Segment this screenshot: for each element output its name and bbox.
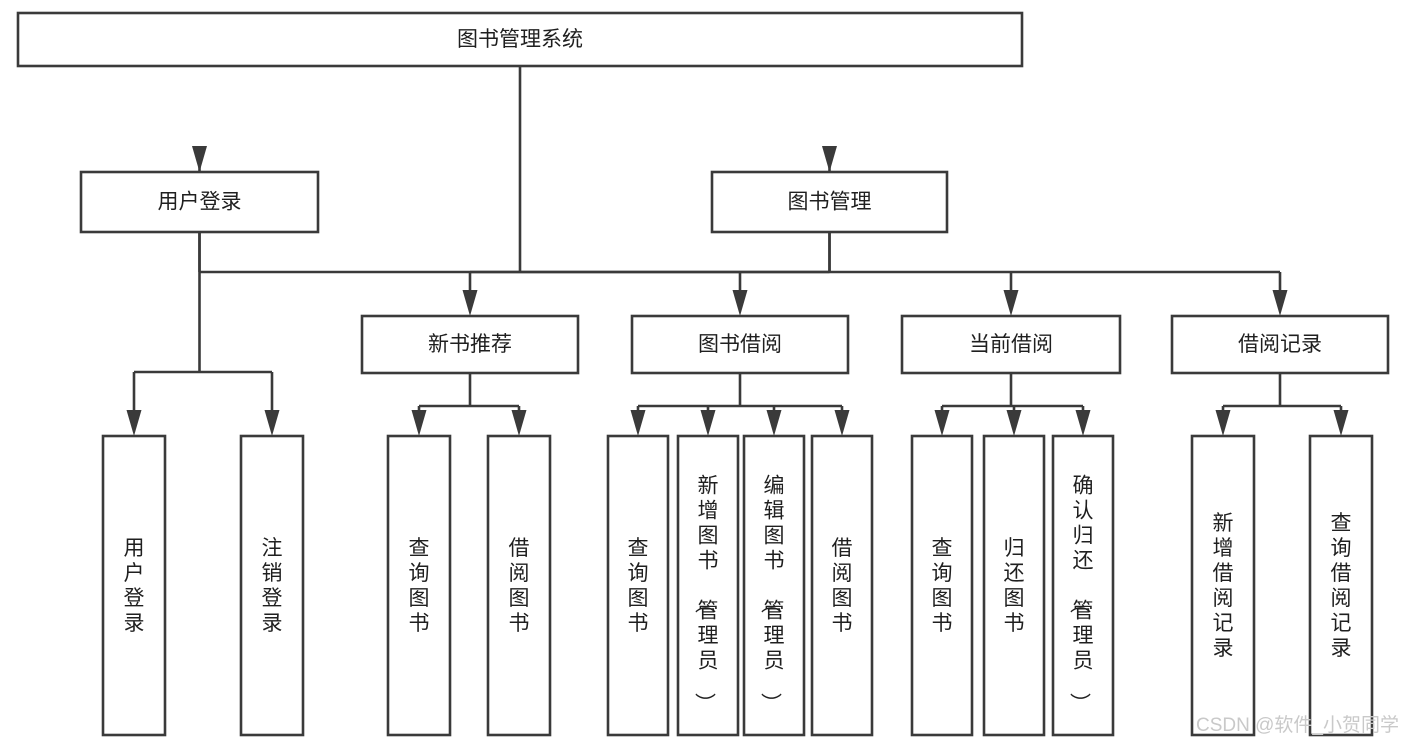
node-user-login[interactable]: 用户登录: [79, 170, 320, 234]
node-root[interactable]: 图书管理系统: [16, 11, 1024, 68]
node-box[interactable]: [676, 434, 740, 737]
arrowhead-icon: [264, 410, 280, 436]
node-label: 查询图书: [628, 537, 649, 635]
node-box[interactable]: [1170, 314, 1390, 375]
arrowhead-icon: [1272, 290, 1288, 316]
node-borrow-record[interactable]: 借阅记录: [1170, 314, 1390, 375]
arrowhead-icon: [1075, 410, 1091, 436]
arrowhead-icon: [934, 410, 950, 436]
edge-group-book-manage: [462, 232, 1288, 316]
node-leaf-user-login[interactable]: 用户登录: [101, 434, 167, 737]
node-label: 用户登录: [158, 191, 242, 214]
arrowhead-icon: [1215, 410, 1231, 436]
node-label: 借阅图书: [509, 537, 530, 635]
node-box[interactable]: [1051, 434, 1115, 737]
node-box[interactable]: [239, 434, 305, 737]
node-box[interactable]: [910, 434, 974, 737]
edge-group-borrow-record: [1215, 373, 1349, 436]
node-leaf-user-logout[interactable]: 注销登录: [239, 434, 305, 737]
node-box[interactable]: [810, 434, 874, 737]
node-leaf-rec-query[interactable]: 查询图书: [386, 434, 452, 737]
node-leaf-cur-confirm[interactable]: 确认归还（管理员）: [1051, 434, 1115, 737]
node-label: 新增图书（管理员）: [693, 475, 719, 714]
edge-group-user-login: [126, 232, 280, 436]
arrowhead-icon: [462, 290, 478, 316]
node-box[interactable]: [982, 434, 1046, 737]
node-layer: 图书管理系统用户登录图书管理新书推荐图书借阅当前借阅借阅记录用户登录注销登录查询…: [16, 11, 1390, 737]
node-box[interactable]: [79, 170, 320, 234]
watermark-label: CSDN @软件_小贺同学: [1196, 714, 1399, 736]
node-box[interactable]: [360, 314, 580, 375]
node-leaf-rec-borrow[interactable]: 借阅图书: [486, 434, 552, 737]
arrowhead-icon: [1003, 290, 1019, 316]
node-leaf-rec-add[interactable]: 新增借阅记录: [1190, 434, 1256, 737]
node-leaf-borrow-add[interactable]: 新增图书（管理员）: [676, 434, 740, 737]
node-box[interactable]: [101, 434, 167, 737]
arrowhead-icon: [766, 410, 782, 436]
node-leaf-borrow-edit[interactable]: 编辑图书（管理员）: [742, 434, 806, 737]
node-label: 编辑图书（管理员）: [759, 475, 785, 714]
node-label: 借阅图书: [832, 537, 853, 635]
node-label: 图书管理系统: [457, 28, 583, 51]
node-current-borrow[interactable]: 当前借阅: [900, 314, 1122, 375]
edge-group-new-book-rec: [411, 373, 527, 436]
node-box[interactable]: [486, 434, 552, 737]
node-leaf-borrow-lend[interactable]: 借阅图书: [810, 434, 874, 737]
arrowhead-icon: [192, 146, 207, 172]
edge-group-book-borrow: [630, 373, 850, 436]
node-label: 当前借阅: [969, 333, 1053, 356]
arrowhead-icon: [834, 410, 850, 436]
arrowhead-icon: [732, 290, 748, 316]
arrowhead-icon: [1006, 410, 1022, 436]
node-box[interactable]: [630, 314, 850, 375]
node-label: 归还图书: [1004, 537, 1025, 635]
arrowhead-icon: [1333, 410, 1349, 436]
node-book-manage[interactable]: 图书管理: [710, 170, 949, 234]
node-label: 图书管理: [788, 191, 872, 214]
node-leaf-cur-return[interactable]: 归还图书: [982, 434, 1046, 737]
node-box[interactable]: [16, 11, 1024, 68]
arrowhead-icon: [511, 410, 527, 436]
node-label: 查询图书: [409, 537, 430, 635]
node-box[interactable]: [710, 170, 949, 234]
node-label: 用户登录: [124, 537, 145, 635]
node-leaf-cur-query[interactable]: 查询图书: [910, 434, 974, 737]
node-leaf-borrow-query[interactable]: 查询图书: [606, 434, 670, 737]
node-box[interactable]: [386, 434, 452, 737]
arrowhead-icon: [126, 410, 142, 436]
node-label: 新书推荐: [428, 333, 512, 356]
arrowhead-icon: [822, 146, 837, 172]
node-label: 借阅记录: [1238, 333, 1322, 356]
node-new-book-rec[interactable]: 新书推荐: [360, 314, 580, 375]
node-box[interactable]: [900, 314, 1122, 375]
node-label: 查询图书: [932, 537, 953, 635]
node-leaf-rec-query2[interactable]: 查询借阅记录: [1308, 434, 1374, 737]
node-label: 新增借阅记录: [1213, 512, 1234, 660]
arrowhead-icon: [630, 410, 646, 436]
node-book-borrow[interactable]: 图书借阅: [630, 314, 850, 375]
arrowhead-icon: [411, 410, 427, 436]
node-box[interactable]: [606, 434, 670, 737]
node-label: 查询借阅记录: [1331, 512, 1352, 660]
arrowhead-icon: [700, 410, 716, 436]
connector-layer: [126, 66, 1349, 436]
edge-group-root: [192, 66, 837, 274]
node-label: 确认归还（管理员）: [1068, 475, 1094, 714]
node-box[interactable]: [1308, 434, 1374, 737]
node-box[interactable]: [1190, 434, 1256, 737]
node-label: 注销登录: [262, 537, 283, 635]
node-label: 图书借阅: [698, 333, 782, 356]
node-box[interactable]: [742, 434, 806, 737]
edge-group-current-borrow: [934, 373, 1091, 436]
